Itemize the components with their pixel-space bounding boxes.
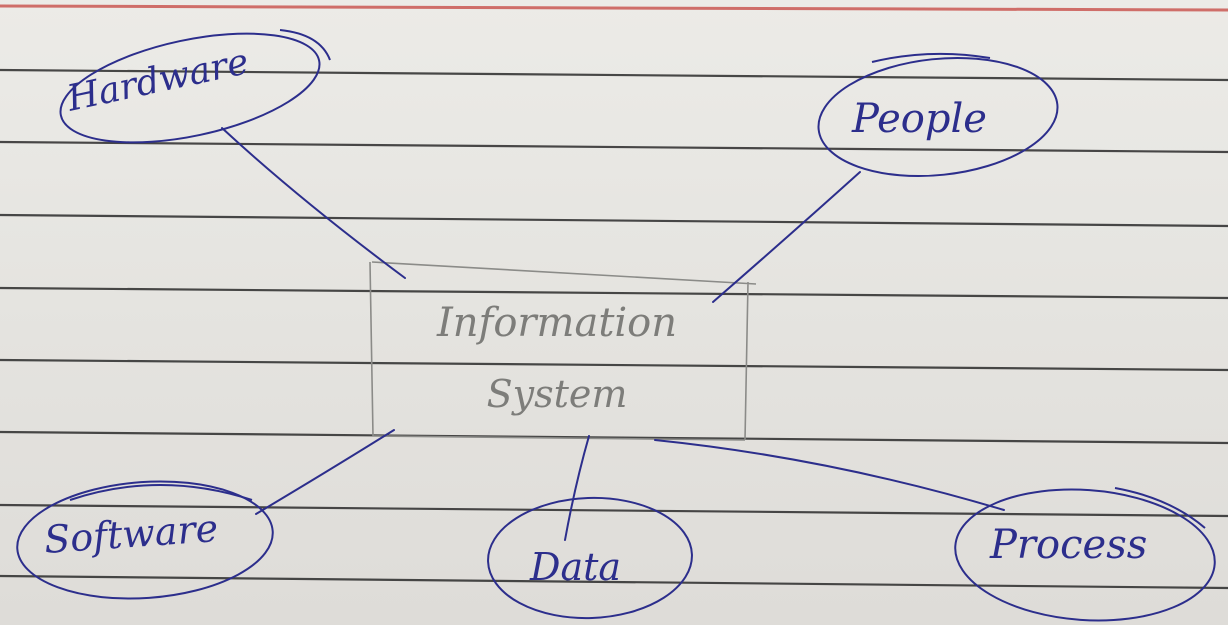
center-label-line2: System [486,372,628,416]
node-data: Data [530,545,622,589]
connector-people [712,171,861,303]
center-label-line1: Information [436,300,678,346]
software-oval [16,480,274,600]
margin-line [0,4,1228,12]
hardware-oval [59,29,331,144]
node-process: Process [990,522,1148,568]
connector-data [564,435,590,541]
connector-process [654,439,1005,511]
connector-hardware [221,127,406,279]
data-oval [487,496,693,620]
process-oval [954,487,1216,622]
people-oval [817,52,1059,178]
connector-software [255,429,395,515]
center-box [369,261,757,441]
ruled-lines [0,68,1228,590]
node-people: People [852,96,987,142]
